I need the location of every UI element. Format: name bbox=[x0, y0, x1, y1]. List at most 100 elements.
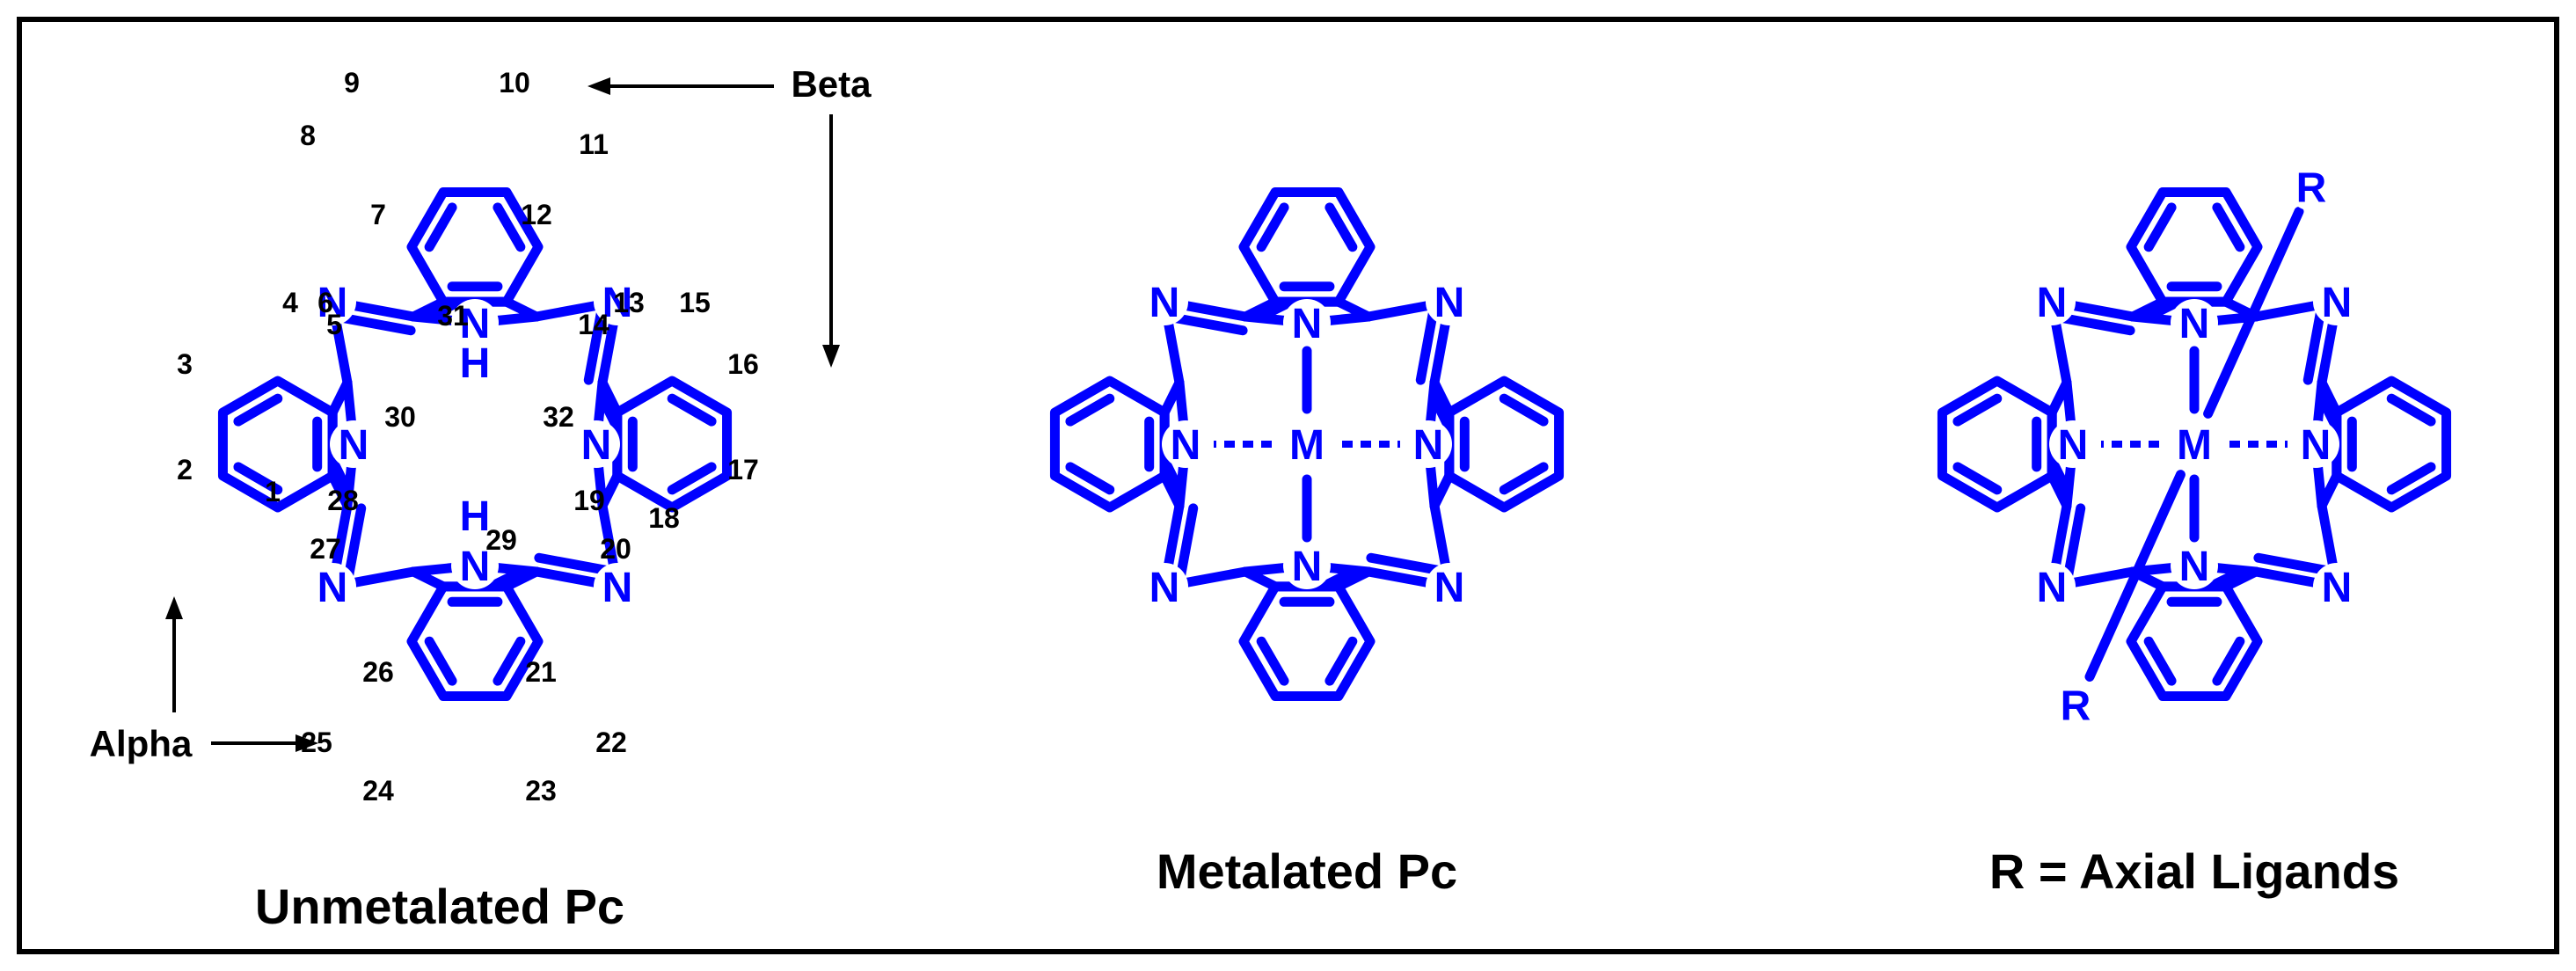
position-number: 12 bbox=[521, 199, 552, 230]
pyrrole-bond bbox=[408, 566, 449, 592]
core-n-atom: N bbox=[339, 422, 369, 469]
benzo-double-bond bbox=[1499, 393, 1549, 427]
position-number: 15 bbox=[679, 287, 711, 318]
meso-n-atom-bg bbox=[1141, 563, 1188, 610]
position-number: 3 bbox=[177, 348, 193, 380]
pyrrole-bond bbox=[501, 296, 542, 322]
position-number: 24 bbox=[362, 775, 394, 807]
position-number: 14 bbox=[578, 309, 609, 340]
core-n-atom: N bbox=[1413, 422, 1444, 469]
caption-axial-ligands: R = Axial Ligands bbox=[1989, 843, 2399, 899]
caption-metalated-pc: Metalated Pc bbox=[1157, 843, 1457, 899]
pyrrole-bond bbox=[408, 296, 449, 322]
position-number: 13 bbox=[613, 287, 645, 318]
core-n-atom: N bbox=[2179, 301, 2210, 347]
benzo-double-bond bbox=[2212, 636, 2245, 686]
core-n-atom: N bbox=[1292, 544, 1323, 590]
meso-n-atom: N bbox=[317, 565, 348, 611]
axial-ligand-bond bbox=[2084, 470, 2186, 682]
position-number: 9 bbox=[344, 67, 360, 99]
pyrrole-bond bbox=[2317, 471, 2342, 511]
core-n-atom-bg bbox=[1405, 420, 1452, 468]
isoindole-left bbox=[1049, 376, 1191, 513]
pyrrole-bond bbox=[1159, 471, 1185, 511]
nh-hydrogen-top: H bbox=[460, 340, 491, 387]
core-n-atom: N bbox=[581, 422, 612, 469]
core-n-atom-bg bbox=[1283, 542, 1331, 589]
axial-ligand-r: R bbox=[2296, 165, 2327, 212]
position-number: 27 bbox=[310, 533, 341, 565]
position-number: 8 bbox=[300, 120, 316, 151]
benzo-ring bbox=[1937, 376, 2057, 513]
axial-ligand-r: R bbox=[2061, 683, 2091, 729]
meso-n-atom-bg bbox=[309, 563, 356, 610]
benzo-double-bond bbox=[667, 393, 717, 427]
benzo-double-bond bbox=[667, 462, 717, 495]
alpha-arrowhead bbox=[296, 734, 318, 752]
meso-n-atom-bg bbox=[2028, 563, 2076, 610]
benzo-double-bond bbox=[233, 393, 283, 427]
core-n-atom: N bbox=[1171, 422, 1201, 469]
alpha-label: Alpha bbox=[90, 723, 193, 764]
pyrrole-double-bond bbox=[2318, 396, 2339, 427]
core-n-atom-bg bbox=[451, 299, 499, 347]
isoindole-right bbox=[591, 376, 733, 513]
benzo-ring bbox=[217, 376, 338, 513]
benzo-ring bbox=[2126, 581, 2263, 702]
benzo-double-bond bbox=[1256, 202, 1289, 252]
pyrrole-bond bbox=[501, 566, 542, 592]
benzo-ring bbox=[2126, 186, 2263, 307]
position-number: 2 bbox=[177, 454, 193, 486]
meso-n-atom: N bbox=[2037, 565, 2068, 611]
benzo-ring bbox=[612, 376, 733, 513]
pyrrole-bond bbox=[1333, 566, 1374, 592]
position-number: 21 bbox=[525, 656, 557, 688]
pyrrole-bond bbox=[2047, 471, 2072, 511]
pyrrole-double-bond bbox=[492, 568, 523, 588]
meso-n-atom-bg bbox=[594, 278, 641, 325]
core-n-atom-bg bbox=[1283, 299, 1331, 347]
benzo-double-bond bbox=[493, 636, 526, 686]
pyrrole-bond bbox=[2317, 377, 2342, 418]
benzo-ring bbox=[1444, 376, 1565, 513]
meso-n-atom-bg bbox=[2028, 278, 2076, 325]
benzo-double-bond bbox=[1324, 636, 1358, 686]
core-n-atom-bg bbox=[2049, 420, 2097, 468]
meso-n-atom-bg bbox=[594, 563, 641, 610]
benzo-double-bond bbox=[233, 462, 283, 495]
pyrrole-bond bbox=[2047, 377, 2072, 418]
benzo-double-bond bbox=[1952, 462, 2003, 495]
benzo-double-bond bbox=[424, 202, 457, 252]
position-number: 5 bbox=[326, 309, 342, 340]
position-number: 6 bbox=[317, 287, 333, 318]
core-n-atom: N bbox=[460, 301, 491, 347]
figure-frame bbox=[17, 17, 2559, 954]
position-number: 18 bbox=[648, 502, 680, 534]
position-number: 11 bbox=[579, 128, 609, 160]
benzo-ring bbox=[406, 186, 544, 307]
pyrrole-bond bbox=[1429, 377, 1455, 418]
position-number: 23 bbox=[525, 775, 557, 807]
meso-n-atom: N bbox=[602, 565, 633, 611]
alpha-arrowhead bbox=[165, 596, 183, 619]
position-number: 30 bbox=[384, 401, 416, 433]
meso-n-atom-bg bbox=[2313, 278, 2361, 325]
meso-n-atom-bg bbox=[1426, 278, 1473, 325]
metal-atom: M bbox=[1289, 422, 1324, 469]
beta-arrowhead bbox=[822, 345, 840, 368]
metal-atom-bg bbox=[2171, 420, 2218, 468]
benzo-double-bond bbox=[2143, 202, 2177, 252]
meso-n-atom: N bbox=[2322, 565, 2353, 611]
benzo-double-bond bbox=[1952, 393, 2003, 427]
core-n-atom-bg bbox=[573, 420, 620, 468]
position-number: 20 bbox=[600, 533, 631, 565]
pyrrole-double-bond bbox=[1431, 396, 1451, 427]
meso-n-atom: N bbox=[1149, 565, 1180, 611]
position-number: 7 bbox=[370, 199, 386, 230]
core-n-atom: N bbox=[2301, 422, 2332, 469]
meso-n-atom: N bbox=[2037, 280, 2068, 326]
